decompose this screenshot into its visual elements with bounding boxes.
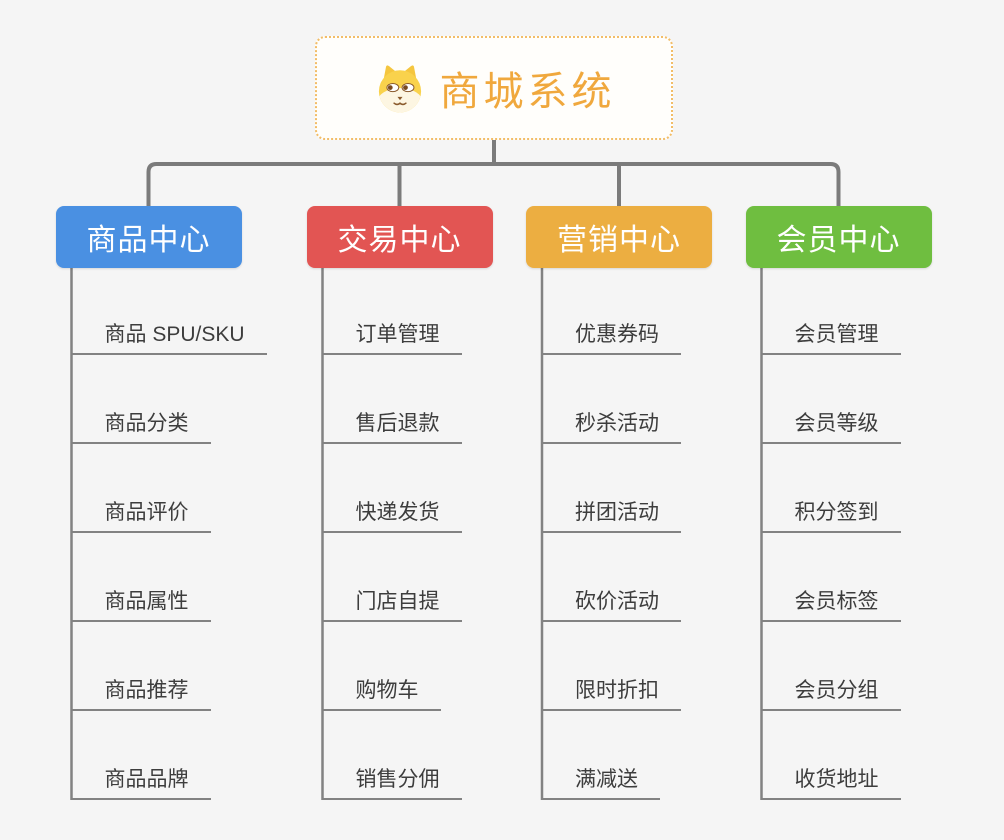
leaf-node[interactable]: 拼团活动 [542,495,681,533]
leaf-node[interactable]: 会员分组 [761,673,901,711]
leaf-node[interactable]: 售后退款 [322,406,462,444]
leaf-node[interactable]: 商品分类 [71,406,211,444]
root-title: 商城系统 [439,70,616,114]
leaf-node[interactable]: 满减送 [542,762,660,800]
leaf-node[interactable]: 销售分佣 [322,762,462,800]
leaf-node[interactable]: 商品 SPU/SKU [71,317,267,355]
leaf-node[interactable]: 积分签到 [761,495,901,533]
leaf-node[interactable]: 商品推荐 [71,673,211,711]
leaf-node[interactable]: 快递发货 [322,495,462,533]
leaf-node[interactable]: 会员管理 [761,317,901,355]
leaf-node[interactable]: 会员标签 [761,584,901,622]
leaf-node[interactable]: 商品属性 [71,584,211,622]
leaf-node[interactable]: 购物车 [322,673,441,711]
leaf-node[interactable]: 秒杀活动 [542,406,681,444]
root-node[interactable]: 商城系统 [315,36,673,140]
leaf-node[interactable]: 收货地址 [761,762,901,800]
branch-node[interactable]: 营销中心 [526,206,712,268]
leaf-node[interactable]: 商品评价 [71,495,211,533]
leaf-node[interactable]: 会员等级 [761,406,901,444]
leaf-node[interactable]: 订单管理 [322,317,462,355]
leaf-node[interactable]: 门店自提 [322,584,462,622]
leaf-node[interactable]: 优惠券码 [542,317,681,355]
leaf-node[interactable]: 砍价活动 [542,584,681,622]
leaf-node[interactable]: 商品品牌 [71,762,211,800]
branch-node[interactable]: 会员中心 [745,206,932,268]
branch-node[interactable]: 商品中心 [55,206,242,268]
leaf-node[interactable]: 限时折扣 [542,673,681,711]
bus-line [146,162,841,206]
branch-node[interactable]: 交易中心 [306,206,493,268]
dog-face-icon [378,65,421,113]
